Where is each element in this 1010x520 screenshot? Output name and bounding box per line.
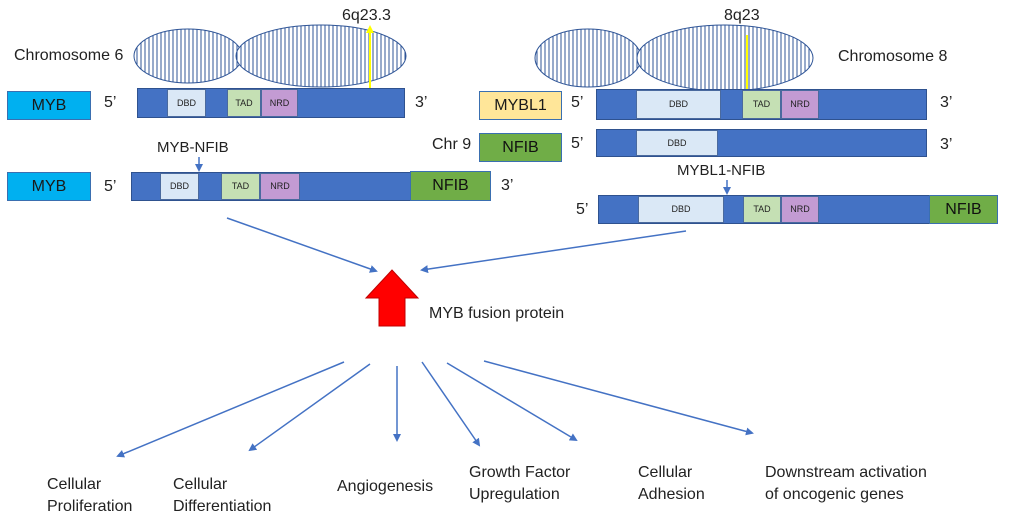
myb-nfib-dbd-domain: DBD — [160, 173, 199, 200]
outcome-growth-factor-upregulation: Growth Factor Upregulation — [469, 462, 570, 507]
outcome-downstream-activation: Downstream activation of oncogenic genes — [765, 462, 927, 507]
nfib-3prime-label: 3’ — [940, 136, 953, 153]
mybl1-5prime-label: 5’ — [571, 94, 584, 111]
myb-5prime-label: 5’ — [104, 94, 117, 111]
myb-dbd-domain: DBD — [167, 89, 206, 117]
nfib-dbd-domain: DBD — [636, 130, 718, 156]
mybl1-nfib-tad-domain: TAD — [743, 196, 781, 223]
myb-nfib-tad-domain: TAD — [221, 173, 260, 200]
mybl1-nfib-fusion-label: MYBL1-NFIB — [677, 162, 766, 179]
outcome-cellular-adhesion: Cellular Adhesion — [638, 462, 705, 507]
outcome-cellular-differentiation: Cellular Differentiation — [173, 474, 271, 519]
outcome-line1: Growth Factor — [469, 464, 571, 481]
outcome-arrow-differentiation — [248, 363, 371, 452]
outcome-line2: Differentiation — [173, 498, 272, 516]
outcome-line1: Angiogenesis — [337, 478, 434, 495]
myb-nfib-fusion-label: MYB-NFIB — [157, 139, 229, 156]
mybl1-nfib-5prime-label: 5’ — [576, 201, 589, 218]
outcome-arrow-downstream — [483, 360, 754, 436]
myb-nfib-nrd-domain: NRD — [260, 173, 300, 200]
outcome-line2: of oncogenic genes — [765, 486, 904, 504]
outcome-angiogenesis: Angiogenesis — [337, 476, 433, 498]
myb-gene-box: MYB — [7, 91, 91, 120]
nfib-gene-box: NFIB — [479, 133, 562, 162]
chr6-band-label: 6q23.3 — [342, 7, 391, 24]
outcome-line1: Cellular — [173, 476, 228, 493]
myb-tad-domain: TAD — [227, 89, 261, 117]
mybl1-3prime-label: 3’ — [940, 94, 953, 111]
chr9-label: Chr 9 — [432, 136, 472, 153]
outcome-arrow-adhesion — [446, 362, 578, 442]
outcome-line1: Downstream activation — [765, 464, 927, 481]
outcome-line1: Cellular — [638, 464, 693, 481]
outcome-line2: Upregulation — [469, 486, 560, 504]
chromosome-6-label: Chromosome 6 — [14, 47, 124, 64]
myb-fusion-5prime-label: 5’ — [104, 178, 117, 195]
myb-nfib-3prime-label: 3’ — [501, 177, 514, 194]
nfib-5prime-label: 5’ — [571, 135, 584, 152]
chr8-band-label: 8q23 — [724, 7, 760, 24]
myb-fusion-gene-box: MYB — [7, 172, 91, 201]
mybl1-gene-box: MYBL1 — [479, 91, 562, 120]
outcome-line2: Proliferation — [47, 498, 133, 516]
mybl1-nrd-domain: NRD — [781, 90, 819, 119]
converge-arrow-left — [226, 217, 378, 273]
mybl1-nfib-dbd-domain: DBD — [638, 196, 724, 223]
chromosome-6-ideogram — [133, 24, 407, 88]
mybl1-nfib-nfib-segment: NFIB — [929, 195, 998, 224]
myb-nrd-domain: NRD — [261, 89, 298, 117]
mybl1-nfib-nrd-domain: NRD — [781, 196, 819, 223]
mybl1-tad-domain: TAD — [742, 90, 781, 119]
outcome-line1: Cellular — [47, 476, 102, 493]
chromosome-8-ideogram — [534, 24, 814, 92]
outcome-arrow-growth-factor — [421, 361, 481, 447]
chromosome-8-label: Chromosome 8 — [838, 48, 948, 65]
outcome-cellular-proliferation: Cellular Proliferation — [47, 474, 132, 519]
converge-arrow-right — [420, 230, 687, 274]
fusion-protein-label: MYB fusion protein — [429, 305, 565, 322]
fusion-protein-up-arrow-icon — [364, 269, 420, 327]
outcome-line2: Adhesion — [638, 486, 705, 504]
chr6-breakpoint-arrowhead — [366, 25, 374, 33]
myb-3prime-label: 3’ — [415, 94, 428, 111]
outcome-arrow-proliferation — [116, 361, 345, 458]
mybl1-dbd-domain: DBD — [636, 90, 721, 119]
myb-nfib-nfib-segment: NFIB — [410, 171, 491, 201]
